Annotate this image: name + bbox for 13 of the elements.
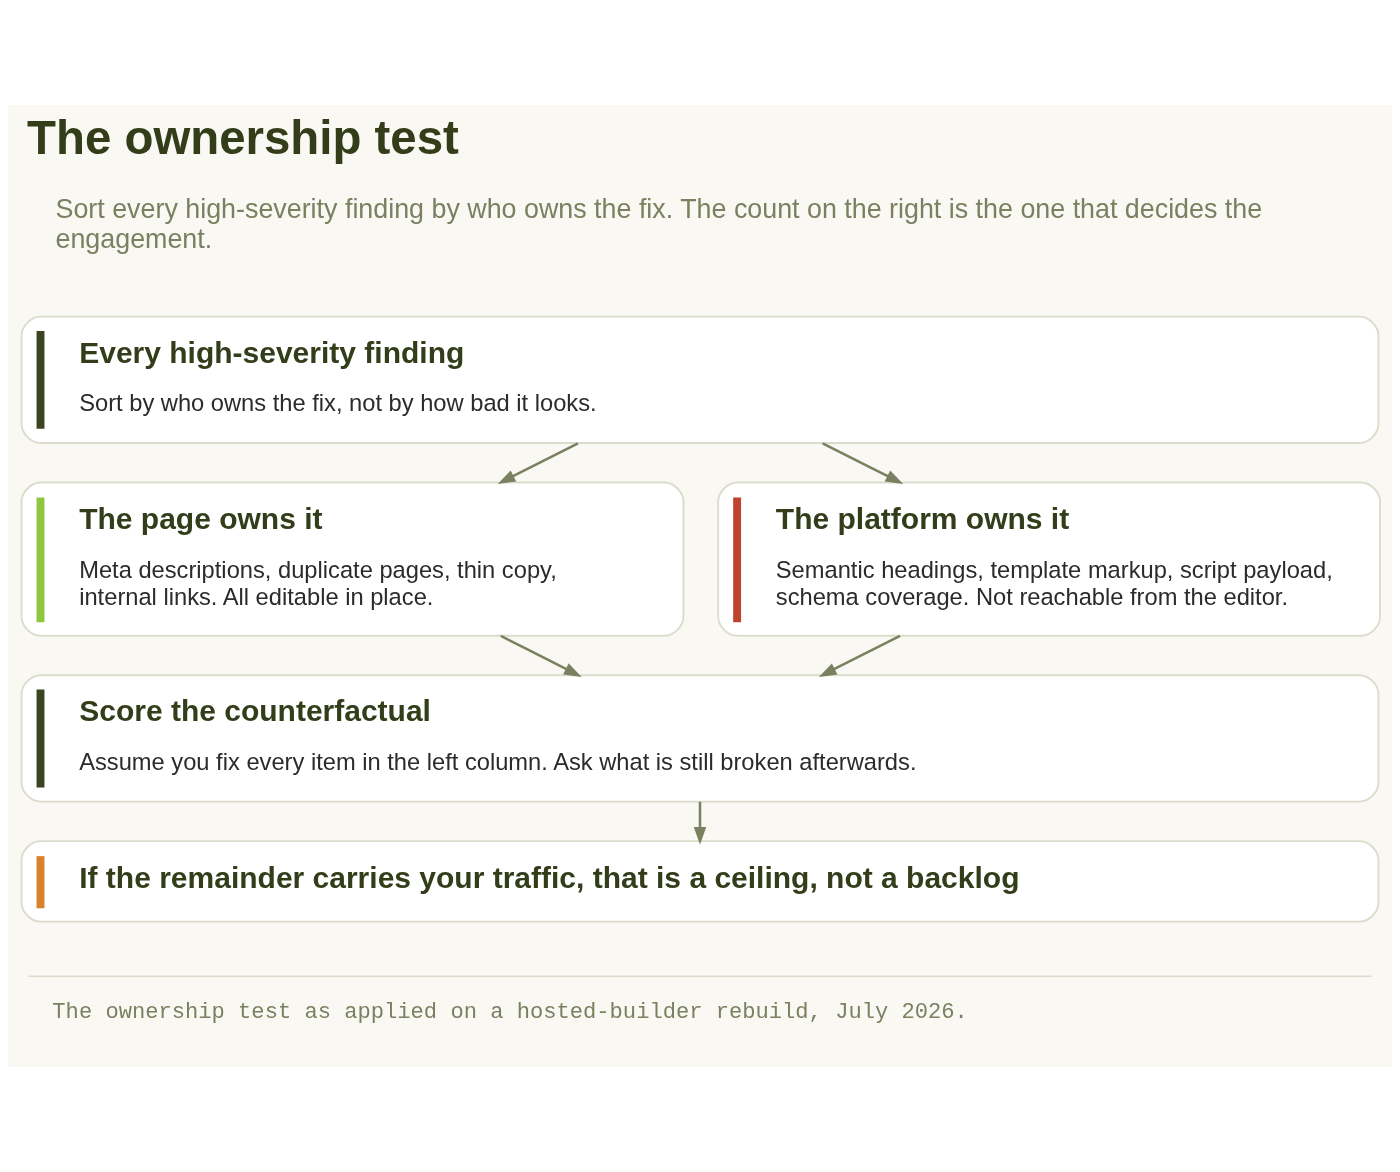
diagram-title: The ownership test — [27, 110, 459, 164]
node-box: The platform owns it Semantic headings, template markup, script payload, schema coverage. Not reachable from the editor. — [717, 481, 1381, 637]
arrow — [497, 442, 579, 484]
arrow — [693, 801, 707, 845]
node-box: The page owns it Meta descriptions, duplicate pages, thin copy, internal links. All editable in place. — [20, 481, 685, 637]
arrow — [500, 634, 582, 677]
caption: The ownership test as applied on a hosted-builder rebuild, July 2026. — [52, 999, 968, 1025]
arrow — [822, 442, 904, 484]
node-box: Every high-severity finding Sort by who owns the fix, not by how bad it looks. — [20, 315, 1380, 444]
node-box: Score the counterfactual Assume you fix every item in the left column. Ask what is still broken afterwards. — [20, 674, 1380, 803]
arrow — [818, 634, 901, 677]
label: Sort every high-severity finding by who owns the fix. The count on the right is the one that decides the engagement. — [55, 194, 1263, 255]
node-box: If the remainder carries your traffic, that is a ceiling, not a backlog — [20, 840, 1380, 923]
